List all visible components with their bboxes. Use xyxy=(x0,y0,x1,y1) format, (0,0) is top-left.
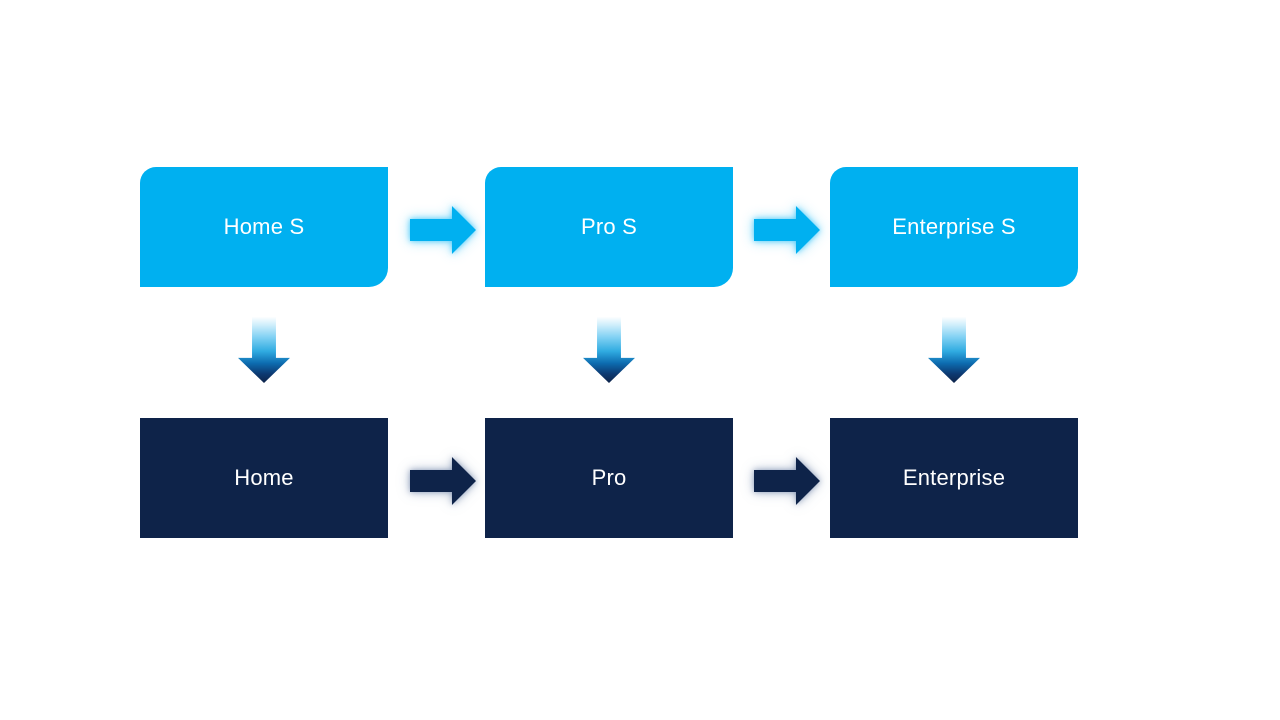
node-pro: Pro xyxy=(485,418,733,538)
node-enterprise-label: Enterprise xyxy=(902,465,1006,490)
right-arrow-icon xyxy=(410,206,476,254)
right-arrow-icon xyxy=(754,457,820,505)
node-pro-s: Pro S xyxy=(485,167,733,287)
node-home-s: Home S xyxy=(140,167,388,287)
right-arrow-pro-to-enterprise xyxy=(754,457,820,505)
node-home: Home xyxy=(140,418,388,538)
node-home-s-label: Home S xyxy=(223,214,305,239)
node-pro-s-label: Pro S xyxy=(580,214,638,239)
down-arrow-pro-s-to-pro xyxy=(583,317,635,383)
right-arrow-pro-s-to-enterprise-s xyxy=(754,206,820,254)
right-arrow-icon xyxy=(754,206,820,254)
node-home-label: Home xyxy=(234,465,294,490)
down-arrow-home-s-to-home xyxy=(238,317,290,383)
node-enterprise-s: Enterprise S xyxy=(830,167,1078,287)
node-pro-label: Pro xyxy=(591,465,627,490)
right-arrow-home-s-to-pro-s xyxy=(410,206,476,254)
node-enterprise-s-label: Enterprise S xyxy=(892,214,1016,239)
down-arrow-enterprise-s-to-enterprise xyxy=(928,317,980,383)
right-arrow-icon xyxy=(410,457,476,505)
node-enterprise: Enterprise xyxy=(830,418,1078,538)
right-arrow-home-to-pro xyxy=(410,457,476,505)
